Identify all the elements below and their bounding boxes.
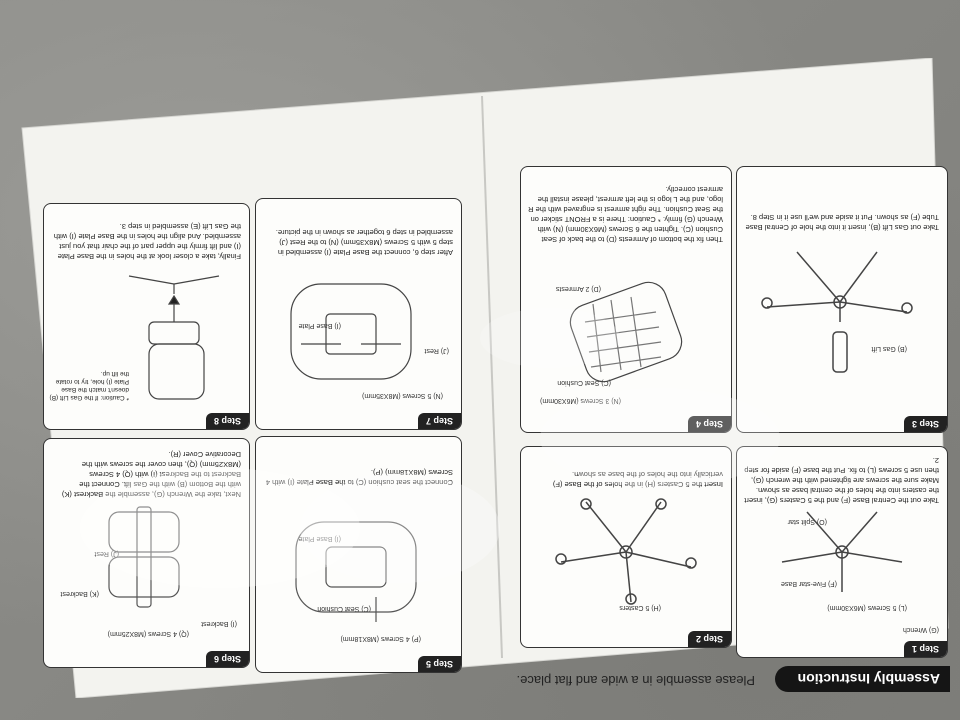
step-1-badge: Step 1 xyxy=(903,641,947,657)
step-7-instructions: After step 6, connect the Base Plate (I)… xyxy=(275,228,453,257)
step-3-panel: Step 3 (B) Gas Lift Take out Gas Lift (B… xyxy=(736,166,948,433)
seat-cushion-diagram xyxy=(295,521,417,622)
step-2-badge: Step 2 xyxy=(687,631,731,647)
step-8-caution: * Caution: If the Gas Lift (B) doesn't m… xyxy=(49,370,129,401)
seat-armrest-diagram xyxy=(569,281,683,383)
step-7-part-label: (J) Rest xyxy=(424,347,450,354)
step-4-part-label: (N) 3 Screws (M6X30mm) xyxy=(540,397,621,404)
step-3-badge: Step 3 xyxy=(903,416,947,432)
step-6-part-label: (I) Backrest xyxy=(201,620,237,627)
step-5-part-label: (P) 4 Screws (M8X18mm) xyxy=(340,635,421,642)
step-6-badge: Step 6 xyxy=(205,651,249,667)
step-3-instructions: Take out Gas Lift (B), insert it into th… xyxy=(745,213,939,232)
base-plate-diagram xyxy=(290,283,412,380)
rotated-content: Assembly Instruction Please assemble in … xyxy=(20,58,950,698)
step-4-badge: Step 4 xyxy=(687,416,731,432)
step-1-part-label: (L) 5 Screws (M6X30mm) xyxy=(827,604,907,611)
step-8-panel: Step 8 * Caution: If the Gas Lift (B) do… xyxy=(43,203,250,430)
step-7-badge: Step 7 xyxy=(417,413,461,429)
step-5-panel: Step 5 (P) 4 Screws (M8X18mm) (C) Seat C… xyxy=(255,436,462,673)
step-4-panel: Step 4 (N) 3 Screws (M6X30mm) (C) Seat C… xyxy=(520,166,732,433)
step-2-panel: Step 2 (H) 5 Casters Insert the 5 Caster… xyxy=(520,446,732,648)
step-5-instructions: Connect the seat cushion (C) to the Base… xyxy=(265,468,453,487)
step-2-instructions: Insert the 5 Casters (H) in the holes of… xyxy=(552,470,723,489)
step-6-part-label: (Q) 4 Screws (M8X25mm) xyxy=(107,630,189,637)
step-8-badge: Step 8 xyxy=(205,413,249,429)
five-star-base-diagram xyxy=(781,511,903,592)
step-5-badge: Step 5 xyxy=(417,656,461,672)
step-1-instructions: Take out the Central Base (F) and the 5 … xyxy=(744,456,939,505)
casters-base-diagram xyxy=(555,498,697,605)
step-1-panel: Step 1 (G) Wrench (L) 5 Screws (M6X30mm)… xyxy=(736,446,948,658)
step-7-panel: Step 7 (N) 5 Screws (M8X35mm) (J) Rest (… xyxy=(255,198,462,430)
page-subtitle: Please assemble in a wide and flat place… xyxy=(516,673,755,688)
page-title: Assembly Instruction xyxy=(775,666,950,692)
step-1-part-label: (G) Wrench xyxy=(902,626,939,633)
step-4-instructions: Then fix the bottom of Armrests (D) to t… xyxy=(528,185,723,244)
step-6-panel: Step 6 (I) Backrest (Q) 4 Screws (M8X25m… xyxy=(43,438,250,668)
step-6-instructions: Next, take the Wrench (G), assemble the … xyxy=(61,450,241,499)
step-8-instructions: Finally, take a closer look at the holes… xyxy=(53,222,241,261)
instruction-sheet: Assembly Instruction Please assemble in … xyxy=(20,58,950,698)
final-assembly-diagram xyxy=(128,275,220,400)
backrest-diagram xyxy=(108,506,180,608)
gas-lift-diagram xyxy=(761,251,913,373)
